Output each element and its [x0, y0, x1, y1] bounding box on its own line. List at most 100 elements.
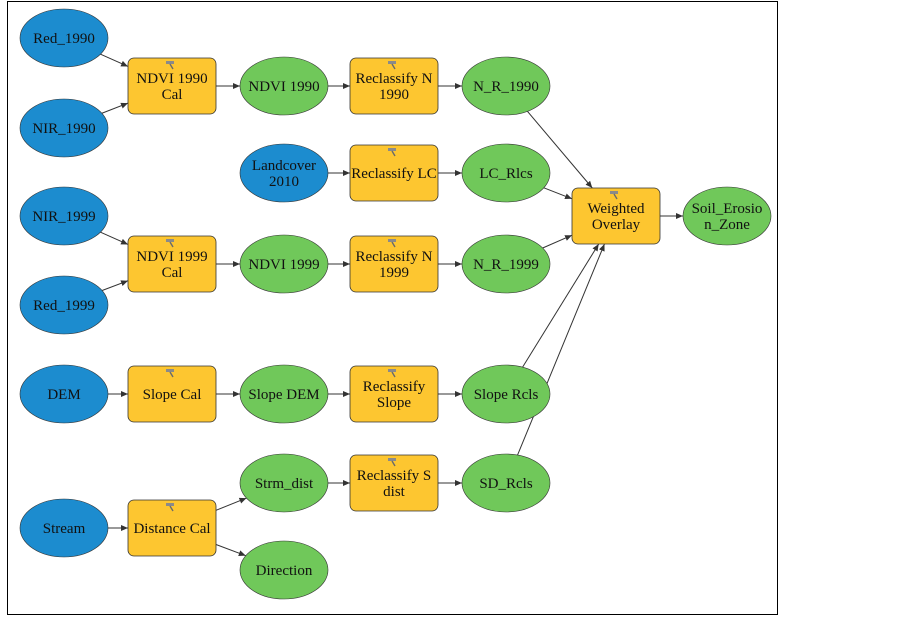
connector-sdrcls-to-weighted	[517, 243, 605, 456]
node-label: SD_Rcls	[479, 476, 533, 492]
hammer-icon	[166, 369, 174, 378]
input-stream[interactable]: Stream	[19, 498, 109, 558]
tool-slope-cal[interactable]: Slope Cal	[127, 365, 217, 423]
node-label: NDVI 1999	[136, 249, 207, 265]
node-label: Reclassify S	[357, 468, 432, 484]
tool-box	[127, 365, 217, 423]
input-ellipse	[19, 364, 109, 424]
input-ellipse	[239, 143, 329, 203]
output-n-r-1990[interactable]: N_R_1990	[461, 56, 551, 116]
diagram-frame	[7, 1, 778, 615]
output-strm-dist[interactable]: Strm_dist	[239, 453, 329, 513]
node-label: Slope Cal	[143, 387, 202, 403]
node-label: Reclassify N	[355, 249, 432, 265]
output-slope-dem[interactable]: Slope DEM	[239, 364, 329, 424]
output-slope-rcls[interactable]: Slope Rcls	[461, 364, 551, 424]
node-label: Overlay	[592, 217, 641, 233]
tool-box	[349, 365, 439, 423]
output-n-r-1999[interactable]: N_R_1999	[461, 234, 551, 294]
node-label: Red_1990	[33, 31, 95, 47]
output-lc-rlcs[interactable]: LC_Rlcs	[461, 143, 551, 203]
node-label: N_R_1999	[473, 257, 539, 273]
node-label: Direction	[256, 563, 313, 579]
input-ellipse	[19, 8, 109, 68]
node-label: 1999	[379, 265, 409, 281]
output-ellipse	[239, 234, 329, 294]
output-ellipse	[682, 186, 772, 246]
input-dem[interactable]: DEM	[19, 364, 109, 424]
connector-red1999-to-ndvi1999cal	[101, 280, 129, 291]
tool-box	[349, 454, 439, 512]
output-ndvi-1999[interactable]: NDVI 1999	[239, 234, 329, 294]
node-label: NDVI 1999	[248, 257, 319, 273]
connector-nir1999-to-ndvi1999cal	[100, 231, 129, 245]
connector-red1990-to-ndvi1990cal	[100, 53, 129, 67]
hammer-icon	[166, 503, 174, 512]
node-label: Reclassify N	[355, 71, 432, 87]
connector-distcal-to-strmdist	[215, 497, 247, 511]
connector-nr1999-to-weighted	[542, 234, 573, 249]
node-label: NDVI 1990	[136, 71, 207, 87]
output-ellipse	[239, 56, 329, 116]
output-sd-rcls[interactable]: SD_Rcls	[461, 453, 551, 513]
connector-lcrlcs-to-weighted	[543, 187, 573, 200]
node-label: Soil_Erosio	[692, 201, 763, 217]
node-label: NIR_1999	[32, 209, 95, 225]
node-label: Distance Cal	[133, 521, 210, 537]
hammer-icon	[388, 148, 396, 157]
node-label: 1990	[379, 87, 409, 103]
connector-distcal-to-direction	[215, 544, 246, 557]
tool-box	[349, 144, 439, 202]
input-ellipse	[19, 186, 109, 246]
node-label: Stream	[43, 521, 86, 537]
node-label: Cal	[162, 265, 183, 281]
input-nir-1999[interactable]: NIR_1999	[19, 186, 109, 246]
tool-box	[127, 57, 217, 115]
tool-box	[127, 235, 217, 293]
input-ellipse	[19, 498, 109, 558]
output-ellipse	[239, 364, 329, 424]
node-label: LC_Rlcs	[479, 166, 532, 182]
output-ellipse	[461, 143, 551, 203]
node-label: Landcover	[252, 158, 316, 174]
node-label: NDVI 1990	[248, 79, 319, 95]
connector-layer	[100, 53, 683, 557]
output-ellipse	[461, 453, 551, 513]
node-label: n_Zone	[704, 217, 750, 233]
hammer-icon	[166, 61, 174, 70]
input-nir-1990[interactable]: NIR_1990	[19, 98, 109, 158]
node-label: DEM	[47, 387, 80, 403]
input-ellipse	[19, 275, 109, 335]
node-label: Red_1999	[33, 298, 95, 314]
output-ellipse	[461, 56, 551, 116]
hammer-icon	[610, 191, 618, 200]
hammer-icon	[388, 369, 396, 378]
node-label: Slope	[377, 395, 412, 411]
output-direction[interactable]: Direction	[239, 540, 329, 600]
node-label: Strm_dist	[255, 476, 314, 492]
tool-box	[349, 57, 439, 115]
connector-nr1990-to-weighted	[527, 111, 593, 189]
hammer-icon	[388, 61, 396, 70]
input-red-1990[interactable]: Red_1990	[19, 8, 109, 68]
output-ellipse	[239, 453, 329, 513]
node-label: dist	[383, 484, 406, 500]
tool-distance-cal[interactable]: Distance Cal	[127, 499, 217, 557]
input-red-1999[interactable]: Red_1999	[19, 275, 109, 335]
node-label: NIR_1990	[32, 121, 95, 137]
output-ndvi-1990[interactable]: NDVI 1990	[239, 56, 329, 116]
node-label: Slope Rcls	[474, 387, 539, 403]
node-label: Weighted	[587, 201, 645, 217]
node-label: 2010	[269, 174, 299, 190]
tool-reclassify-lc[interactable]: Reclassify LC	[349, 144, 439, 202]
